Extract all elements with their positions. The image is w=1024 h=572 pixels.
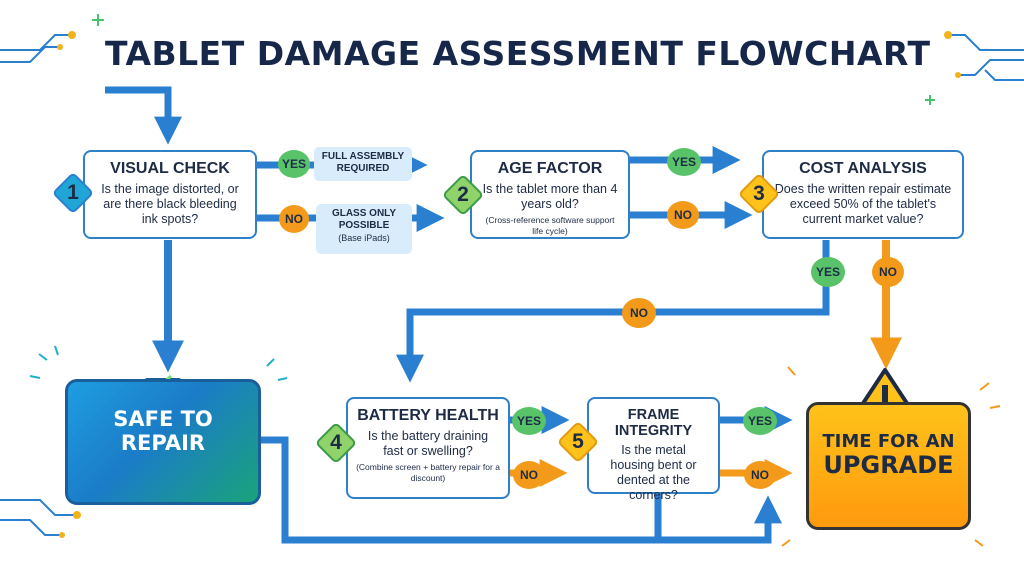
- step-frame-integrity: FRAME INTEGRITY Is the metal housing ben…: [587, 397, 720, 502]
- tag-label: FULL ASSEMBLY REQUIRED: [321, 151, 405, 174]
- no-badge: NO: [279, 205, 309, 233]
- step-number: 2: [457, 183, 469, 206]
- yes-badge: YES: [811, 257, 845, 287]
- yes-badge: YES: [743, 407, 777, 435]
- tag-label: GLASS ONLY POSSIBLE: [331, 208, 397, 231]
- step-number: 1: [67, 181, 79, 204]
- safe-to-repair-outcome: SAFE TO REPAIR: [65, 379, 261, 505]
- outcome-label-line1: TIME FOR AN: [822, 431, 955, 452]
- tag-note: (Base iPads): [338, 233, 390, 243]
- step-number: 5: [572, 430, 584, 453]
- step-question: Is the battery draining fast or swelling…: [367, 429, 489, 458]
- step-question: Is the metal housing bent or dented at t…: [610, 443, 697, 502]
- step-age-factor: AGE FACTOR Is the tablet more than 4 yea…: [470, 150, 630, 239]
- step-heading: BATTERY HEALTH: [357, 407, 499, 424]
- glass-only-tag: GLASS ONLY POSSIBLE (Base iPads): [316, 204, 412, 254]
- outcome-label: SAFE TO REPAIR: [113, 407, 213, 455]
- no-badge: NO: [667, 201, 699, 229]
- page-title: TABLET DAMAGE ASSESSMENT FLOWCHART: [105, 34, 931, 73]
- step-visual-check: VISUAL CHECK Is the image distorted, or …: [83, 150, 257, 239]
- step-note: (Combine screen + battery repair for a d…: [356, 462, 500, 483]
- step-heading: VISUAL CHECK: [110, 160, 230, 177]
- time-for-upgrade-outcome: TIME FOR AN UPGRADE: [806, 402, 971, 530]
- step-note: (Cross-reference software support life c…: [485, 215, 615, 236]
- step-heading: FRAME INTEGRITY: [614, 407, 693, 439]
- step-question: Is the tablet more than 4 years old?: [482, 182, 618, 211]
- step-heading: AGE FACTOR: [497, 160, 603, 177]
- no-badge: NO: [744, 461, 776, 489]
- step-question: Does the written repair estimate exceed …: [774, 182, 952, 226]
- yes-badge: YES: [667, 148, 701, 176]
- step-question: Is the image distorted, or are there bla…: [101, 182, 239, 226]
- yes-badge: YES: [512, 407, 546, 435]
- no-badge: NO: [513, 461, 545, 489]
- no-badge: NO: [872, 257, 904, 287]
- step-cost-analysis: COST ANALYSIS Does the written repair es…: [762, 150, 964, 239]
- full-assembly-tag: FULL ASSEMBLY REQUIRED: [314, 147, 412, 181]
- step-number: 4: [330, 431, 342, 454]
- step-heading: COST ANALYSIS: [799, 160, 927, 177]
- circuit-icon: [0, 34, 1024, 536]
- step-number: 3: [753, 182, 765, 205]
- yes-badge: YES: [278, 150, 310, 178]
- step-battery-health: BATTERY HEALTH Is the battery draining f…: [346, 397, 510, 499]
- no-badge: NO: [622, 298, 656, 328]
- outcome-label-line2: UPGRADE: [823, 451, 954, 479]
